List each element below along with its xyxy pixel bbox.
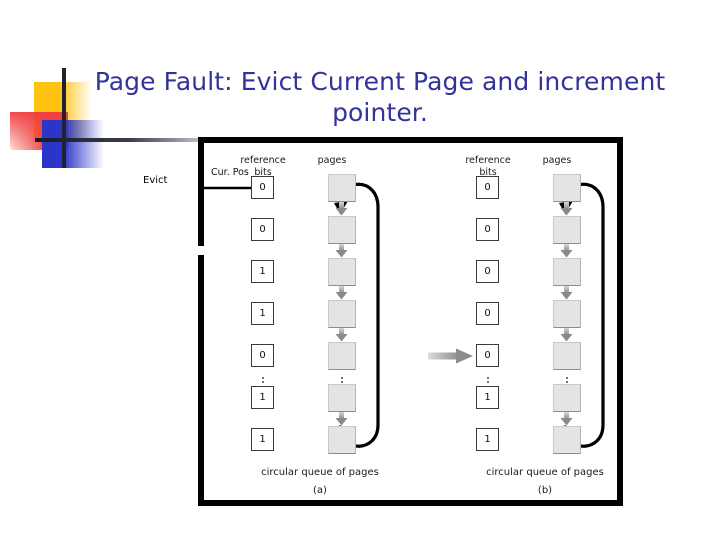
panel-b-page-0	[553, 174, 581, 202]
panel-b-page-6	[553, 426, 581, 454]
panel-a-page-0	[328, 174, 356, 202]
panel-b-refbit-3: 0	[476, 302, 499, 325]
panel-a-page-3	[328, 300, 356, 328]
panel-b-refbit-5: 1	[476, 386, 499, 409]
figure-clock-algorithm: Cur. Pos reference bits pages 0 0 1 1 0 …	[198, 137, 623, 506]
panel-a-caption: circular queue of pages	[261, 467, 379, 478]
panel-b-page-5	[553, 384, 581, 412]
panel-a-refbit-6: 1	[251, 428, 274, 451]
panel-b-cur-pos-arrow-icon	[428, 348, 474, 364]
panel-b-refbits-header: reference bits	[451, 155, 525, 179]
panel-a-page-1	[328, 216, 356, 244]
page-title: Page Fault: Evict Current Page and incre…	[94, 67, 666, 127]
panel-a-refbits-header-line2: bits	[254, 167, 272, 178]
panel-a-flow-arrow-0	[335, 202, 348, 216]
figure-border-left-lower	[198, 255, 204, 506]
panel-a-refbit-5: 1	[251, 386, 274, 409]
panel-a-page-2	[328, 258, 356, 286]
decorative-logo	[0, 60, 210, 170]
panel-a-refbit-3: 1	[251, 302, 274, 325]
logo-blue-square	[42, 120, 104, 168]
panel-a-refbits-header: reference bits	[226, 155, 300, 179]
evict-label: Evict	[143, 175, 168, 186]
panel-a-page-4	[328, 342, 356, 370]
panel-a-refbits-header-line1: reference	[240, 155, 286, 166]
panel-a-refbit-0: 0	[251, 176, 274, 199]
panel-b-flow-arrow-3	[560, 328, 573, 342]
panel-b-page-3	[553, 300, 581, 328]
panel-a-flow-arrow-2	[335, 286, 348, 300]
panel-b-page-4	[553, 342, 581, 370]
logo-horizontal-rule	[35, 138, 210, 142]
panel-a-flow-arrow-4	[335, 412, 348, 426]
panel-b-refbit-2: 0	[476, 260, 499, 283]
figure-border-left-upper	[198, 137, 204, 246]
panel-b-refbits-header-line1: reference	[465, 155, 511, 166]
panel-b-refbit-0: 0	[476, 176, 499, 199]
panel-b-flow-arrow-2	[560, 286, 573, 300]
panel-a-flow-arrow-1	[335, 244, 348, 258]
panel-b-pages-header: pages	[542, 155, 572, 166]
panel-b-refbit-6: 1	[476, 428, 499, 451]
panel-b-refbit-1: 0	[476, 218, 499, 241]
cur-pos-label: Cur. Pos	[211, 167, 249, 178]
panel-b-page-2	[553, 258, 581, 286]
logo-vertical-rule	[62, 68, 66, 168]
panel-b-letter: (b)	[537, 485, 553, 496]
panel-a-refbit-2: 1	[251, 260, 274, 283]
figure-border-top	[198, 137, 623, 143]
panel-b-flow-arrow-4	[560, 412, 573, 426]
panel-a-refbit-1: 0	[251, 218, 274, 241]
panel-b-flow-arrow-1	[560, 244, 573, 258]
figure-border-bottom	[198, 500, 623, 506]
panel-b-page-1	[553, 216, 581, 244]
panel-a-flow-arrow-3	[335, 328, 348, 342]
panel-a-pages-header: pages	[317, 155, 347, 166]
panel-a-refbit-4: 0	[251, 344, 274, 367]
panel-a-page-5	[328, 384, 356, 412]
panel-b-refbits-header-line2: bits	[479, 167, 497, 178]
panel-a-page-6	[328, 426, 356, 454]
panel-b-flow-arrow-0	[560, 202, 573, 216]
figure-border-right	[617, 137, 623, 506]
panel-b-refbit-4: 0	[476, 344, 499, 367]
panel-b-caption: circular queue of pages	[486, 467, 604, 478]
panel-a-letter: (a)	[313, 485, 327, 496]
